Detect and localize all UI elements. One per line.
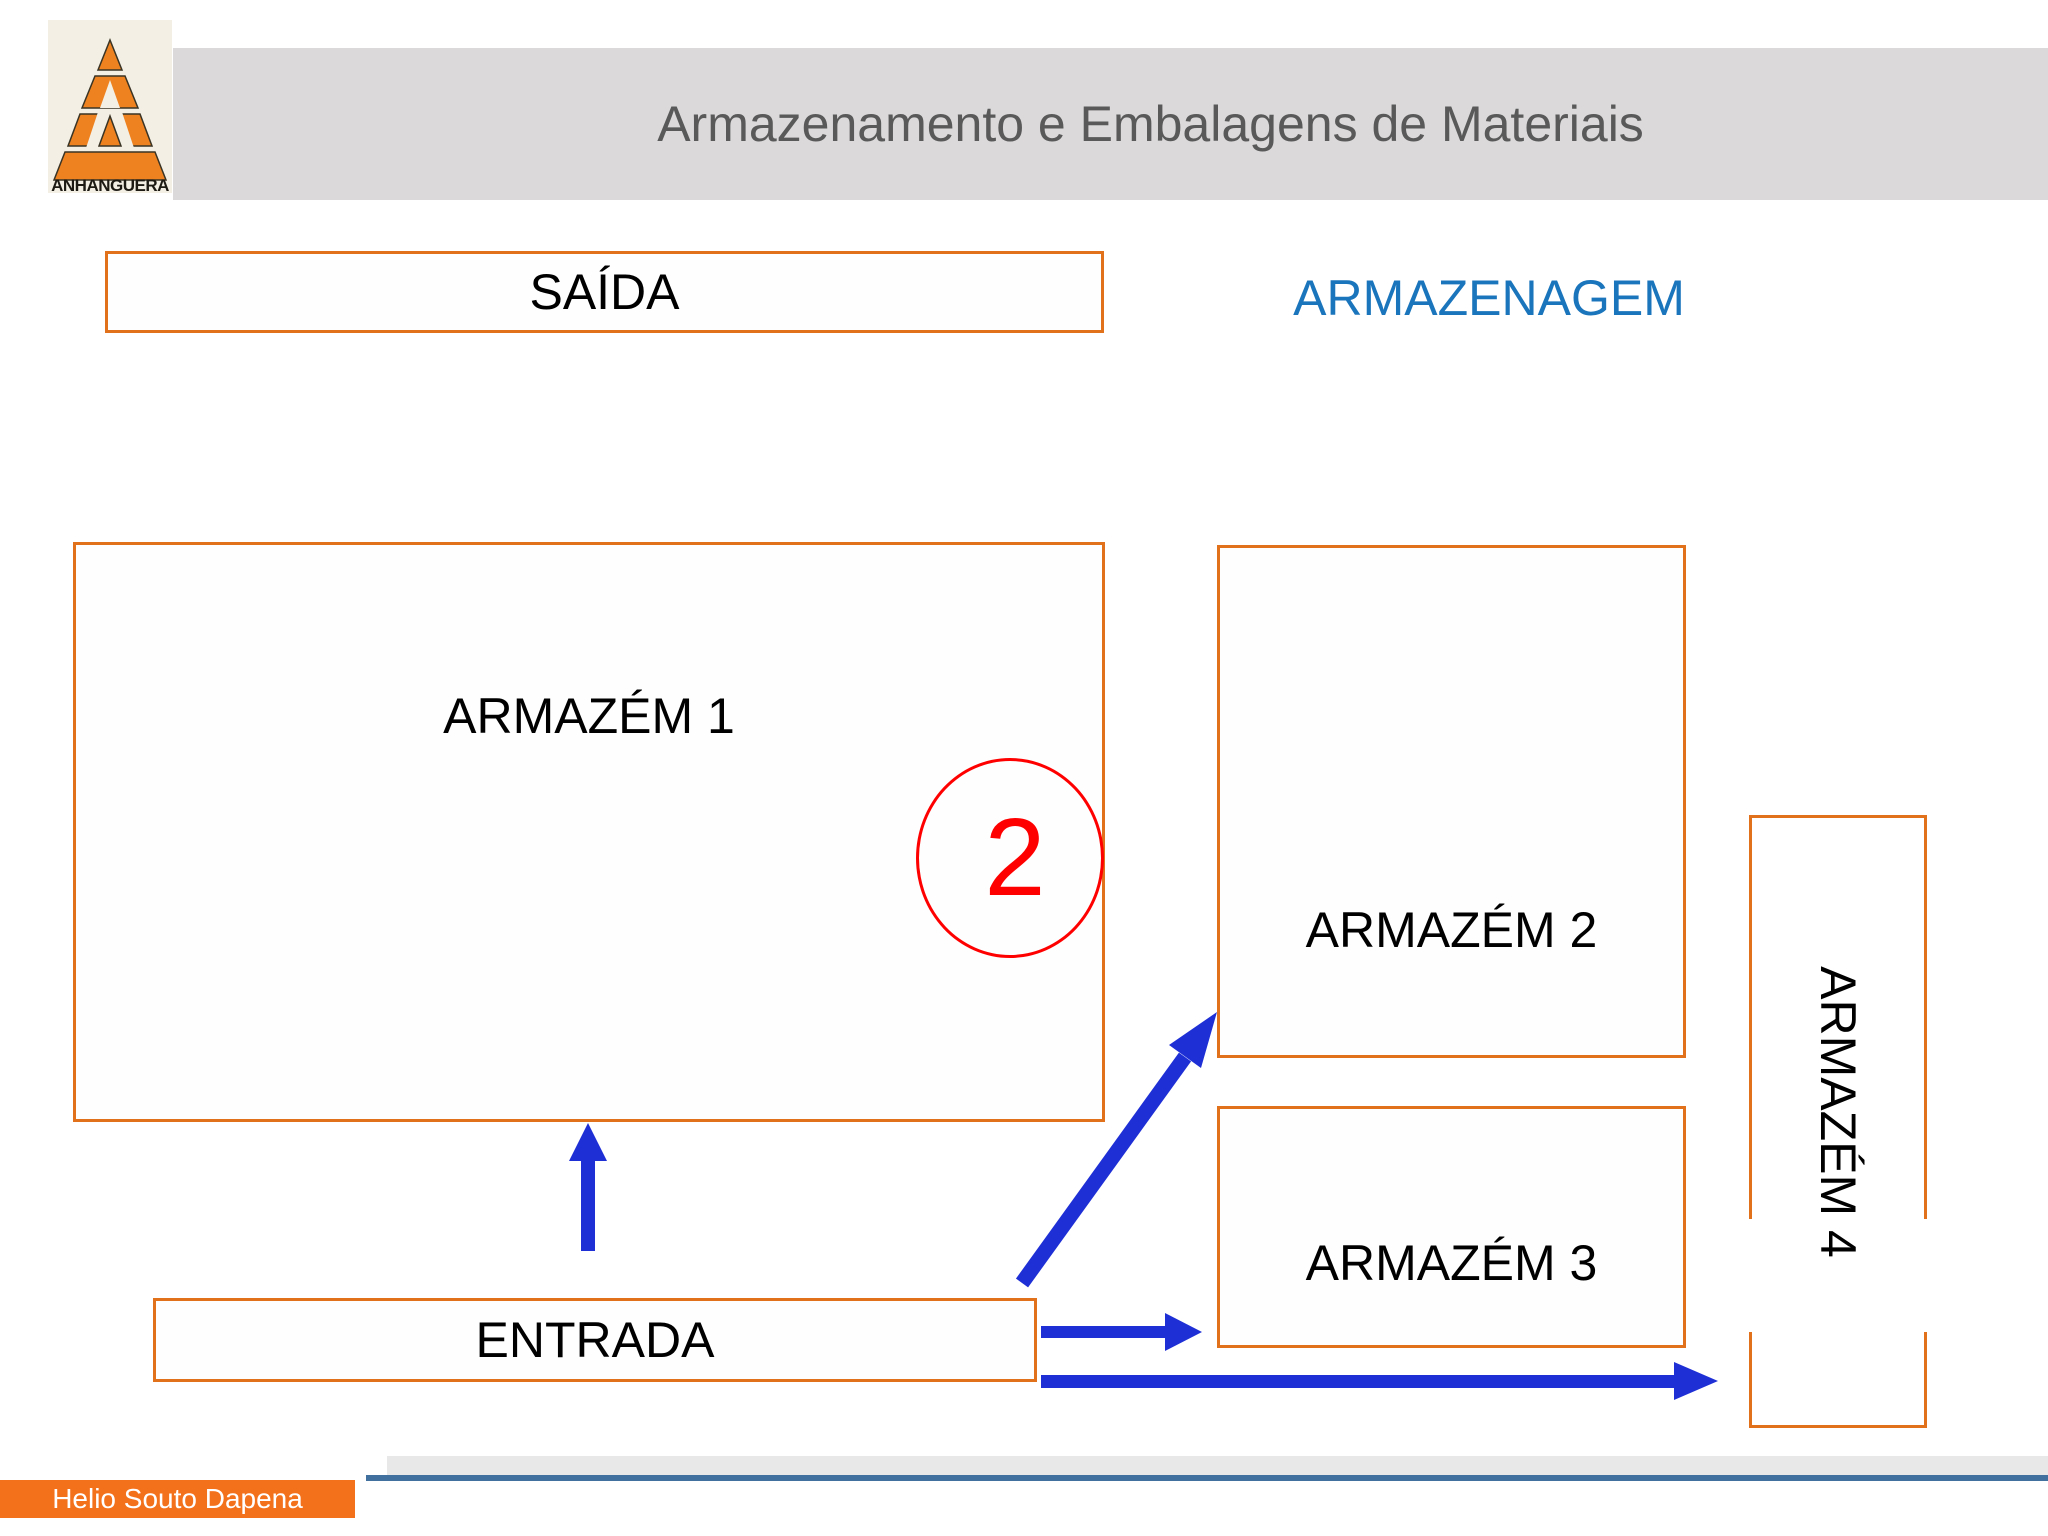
anhanguera-triangle-icon: ANHANGUERA bbox=[51, 37, 170, 193]
svg-text:ANHANGUERA: ANHANGUERA bbox=[51, 176, 169, 193]
header-bar: Armazenamento e Embalagens de Materiais bbox=[173, 48, 2048, 200]
armazem-4-label: ARMAZÉM 4 bbox=[1810, 966, 1867, 1258]
step-2-marker: 2 bbox=[916, 758, 1104, 958]
armazem-2-label: ARMAZÉM 2 bbox=[1305, 902, 1598, 958]
anhanguera-logo: ANHANGUERA bbox=[48, 20, 172, 193]
armazem-4-box-upper bbox=[1749, 815, 1927, 1219]
footer-gray-bar bbox=[387, 1456, 2048, 1475]
footer-divider-line bbox=[366, 1475, 2048, 1481]
footer-author: Helio Souto Dapena bbox=[52, 1483, 303, 1514]
page-title: Armazenamento e Embalagens de Materiais bbox=[657, 96, 1644, 152]
entrada-box: ENTRADA bbox=[153, 1298, 1037, 1382]
arrow-right-to-armazem3-icon bbox=[1041, 1313, 1202, 1351]
armazem-1-label: ARMAZÉM 1 bbox=[443, 688, 735, 744]
armazem-4-box-lower bbox=[1749, 1332, 1927, 1428]
footer-author-box: Helio Souto Dapena bbox=[0, 1480, 355, 1518]
step-2-number: 2 bbox=[984, 796, 1046, 919]
armazem-2-box: ARMAZÉM 2 bbox=[1217, 545, 1686, 1058]
arrow-right-to-armazem4-icon bbox=[1041, 1362, 1718, 1400]
entrada-label: ENTRADA bbox=[475, 1312, 715, 1368]
arrow-up-to-armazem1-icon bbox=[569, 1123, 607, 1251]
saida-box: SAÍDA bbox=[105, 251, 1104, 333]
armazem-3-label: ARMAZÉM 3 bbox=[1305, 1235, 1598, 1291]
armazenagem-label: ARMAZENAGEM bbox=[1293, 270, 1685, 326]
saida-label: SAÍDA bbox=[529, 264, 680, 320]
armazem-3-box: ARMAZÉM 3 bbox=[1217, 1106, 1686, 1348]
